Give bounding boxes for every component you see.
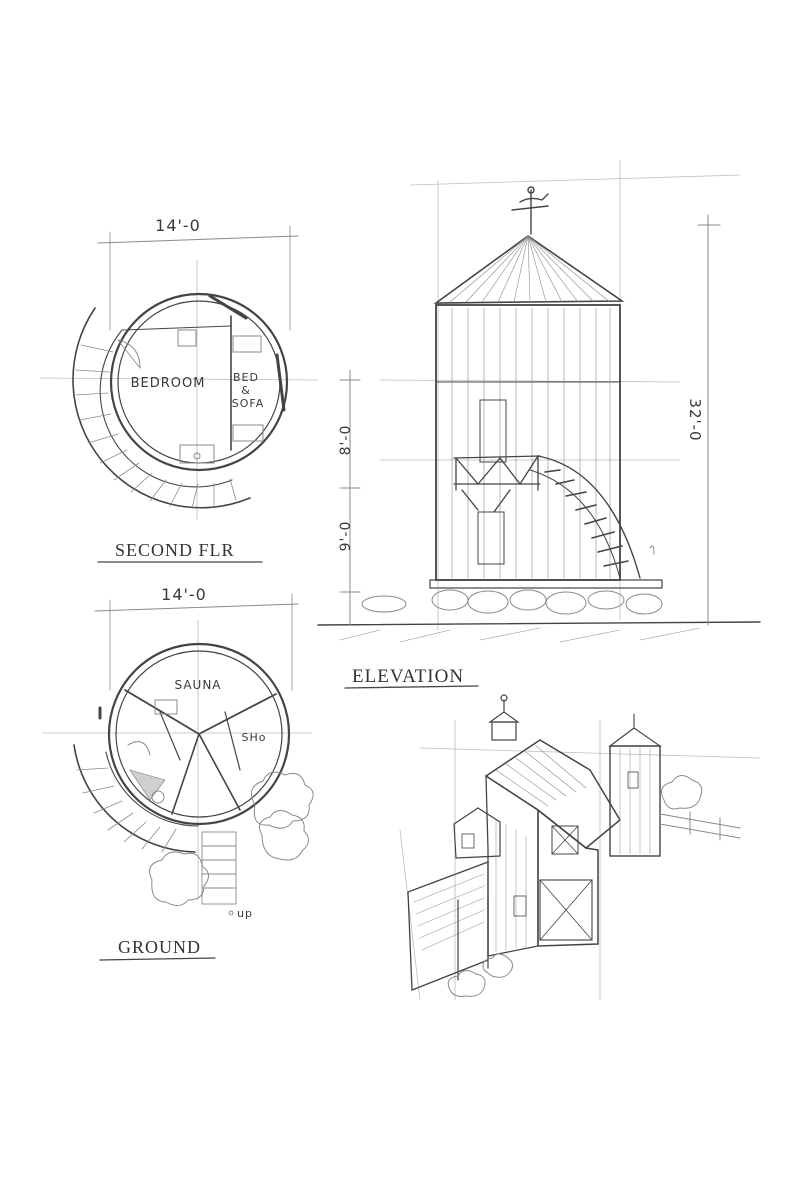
elevation-drawing: 8'-0 9'-0 32'-0 ELEVATION xyxy=(317,160,761,689)
elevation-dim-upper: 8'-0 xyxy=(338,425,354,456)
stair-up-note: up xyxy=(237,907,253,920)
room-sofa-label: SOFA xyxy=(232,397,264,410)
room-sauna-label: SAUNA xyxy=(174,678,221,692)
ground-floor-plan: 14'-0 xyxy=(42,585,314,961)
perspective-drawing xyxy=(399,694,761,1001)
elevation-dim-lower: 9'-0 xyxy=(338,521,354,552)
second-floor-plan: 14'-0 xyxy=(39,216,319,563)
room-shower-label: SHo xyxy=(242,731,267,744)
elevation-dim-total: 32'-0 xyxy=(686,398,704,441)
room-bedroom-label: BEDROOM xyxy=(131,376,206,391)
second-floor-title: SECOND FLR xyxy=(115,540,235,560)
second-floor-dimension: 14'-0 xyxy=(155,216,201,235)
elevation-title: ELEVATION xyxy=(352,666,464,687)
ground-floor-title: GROUND xyxy=(118,937,201,957)
room-bed-label: BED xyxy=(233,371,259,384)
ground-floor-dimension: 14'-0 xyxy=(161,585,207,604)
room-amp-label: & xyxy=(241,384,251,397)
